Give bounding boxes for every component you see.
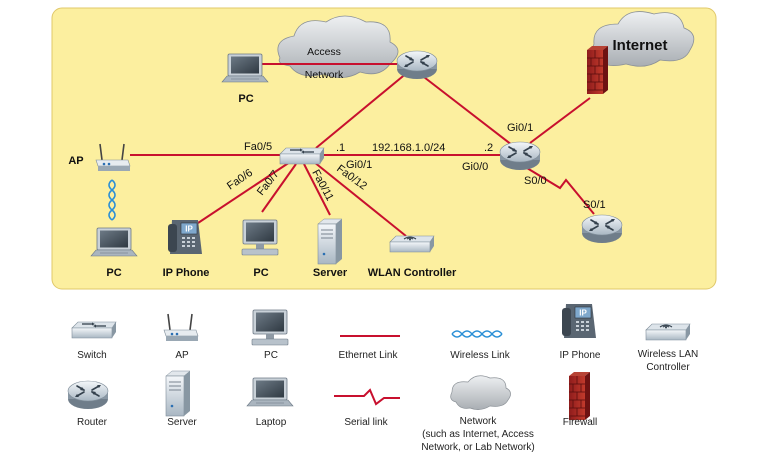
- legend-router-label: Router: [77, 417, 108, 428]
- access-network-label-line2: Network: [305, 69, 344, 81]
- firewall-icon[interactable]: [586, 45, 609, 95]
- router-icon[interactable]: [396, 50, 438, 80]
- interface-router-s0-0: S0/0: [524, 175, 547, 187]
- wlan-controller-icon: [645, 323, 691, 341]
- topology-panel: [51, 7, 717, 290]
- link-switch-pc: [261, 163, 297, 213]
- router-icon: [67, 380, 109, 410]
- legend-ip-phone-label: IP Phone: [560, 350, 601, 361]
- server-icon[interactable]: [317, 218, 343, 265]
- legend-wlc-label-line1: Wireless LAN: [638, 349, 699, 360]
- link-router-router: [419, 73, 513, 146]
- ap-label: AP: [68, 155, 83, 167]
- interface-remote-s0-1: S0/1: [583, 199, 606, 211]
- switch-icon[interactable]: [279, 147, 325, 165]
- link-router-firewall: [529, 97, 591, 144]
- laptop-icon: [246, 377, 294, 407]
- legend-server-label: Server: [167, 417, 197, 428]
- access-network-cloud: [277, 15, 399, 78]
- laptop-icon[interactable]: [90, 227, 138, 257]
- legend-wireless-label: Wireless Link: [450, 350, 510, 361]
- legend-ethernet-label: Ethernet Link: [339, 350, 399, 361]
- link-router-switch: [315, 71, 409, 149]
- legend-ap-label: AP: [175, 350, 189, 361]
- laptop-icon[interactable]: [221, 53, 269, 83]
- ip-phone-icon: [561, 303, 597, 339]
- interface-router-gi0-1: Gi0/1: [507, 122, 533, 134]
- interface-dot2: .2: [484, 142, 493, 154]
- access-network-label-line1: Access: [307, 46, 341, 58]
- legend-switch-label: Switch: [77, 350, 106, 361]
- legend-laptop-label: Laptop: [256, 417, 287, 428]
- legend-network-label-line2: (such as Internet, Access: [422, 429, 534, 440]
- interface-switch-gi0-1: Gi0/1: [346, 159, 372, 171]
- wireless-link-ap: [108, 179, 116, 221]
- ip-phone-label: IP Phone: [163, 267, 210, 279]
- link-switch-phone: [197, 161, 291, 224]
- wlan-controller-icon[interactable]: [389, 235, 435, 253]
- network-cloud-icon: [450, 375, 511, 410]
- ethernet-links: [130, 63, 591, 237]
- legend-serial-line: [334, 388, 400, 406]
- router-icon[interactable]: [581, 214, 623, 244]
- ip-phone-icon[interactable]: [167, 219, 203, 255]
- legend-firewall-label: Firewall: [563, 417, 597, 428]
- pc-left-label: PC: [106, 267, 121, 279]
- internet-label: Internet: [612, 37, 667, 54]
- desktop-pc-icon: [251, 309, 289, 346]
- legend-network-label-line1: Network: [460, 416, 498, 427]
- legend-network-label-line3: Network, or Lab Network): [421, 442, 534, 453]
- interface-dot1: .1: [336, 142, 345, 154]
- legend-wlc-label-line2: Controller: [646, 362, 690, 373]
- firewall-icon: [568, 371, 591, 421]
- access-point-icon: [163, 313, 199, 342]
- server-icon: [165, 370, 191, 417]
- subnet-label: 192.168.1.0/24: [372, 142, 445, 154]
- pc-mid-label: PC: [253, 267, 268, 279]
- legend-serial-label: Serial link: [344, 417, 388, 428]
- interface-fa0-5: Fa0/5: [244, 141, 272, 153]
- router-icon[interactable]: [499, 141, 541, 171]
- pc-top-label: PC: [238, 93, 253, 105]
- switch-icon: [71, 321, 117, 339]
- legend-pc-label: PC: [264, 350, 278, 361]
- link-switch-server: [303, 163, 331, 216]
- legend: Switch AP PC Ethernet Link Wireless Link…: [67, 303, 699, 453]
- internet-cloud: [591, 11, 695, 67]
- serial-link: [521, 164, 595, 215]
- legend-wireless-line: [451, 330, 503, 338]
- link-switch-wlc: [313, 161, 407, 237]
- wlan-controller-label: WLAN Controller: [368, 267, 457, 279]
- interface-router-gi0-0: Gi0/0: [462, 161, 488, 173]
- desktop-pc-icon[interactable]: [241, 219, 279, 256]
- server-label: Server: [313, 267, 348, 279]
